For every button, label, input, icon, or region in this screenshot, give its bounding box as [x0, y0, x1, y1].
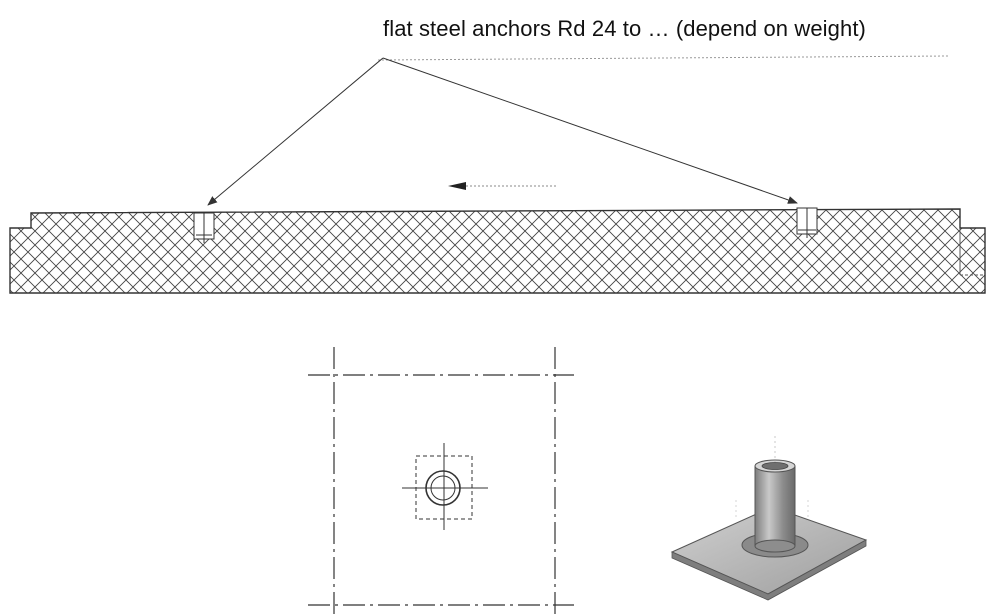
slab-outline — [9, 208, 986, 294]
direction-arrow-icon — [448, 182, 556, 190]
leader-line-left — [207, 57, 384, 206]
label-underline — [377, 55, 949, 61]
anchor-3d-view — [670, 436, 868, 601]
anchor-sleeve — [754, 465, 796, 547]
anchor-left-section — [193, 212, 215, 243]
anchor-plate-plan-view — [308, 347, 574, 616]
slab-cross-section — [9, 207, 986, 294]
anchor-right-section — [796, 207, 818, 238]
anchor-callout-label: flat steel anchors Rd 24 to … (depend on… — [383, 16, 866, 41]
leader-line-right — [382, 57, 798, 204]
